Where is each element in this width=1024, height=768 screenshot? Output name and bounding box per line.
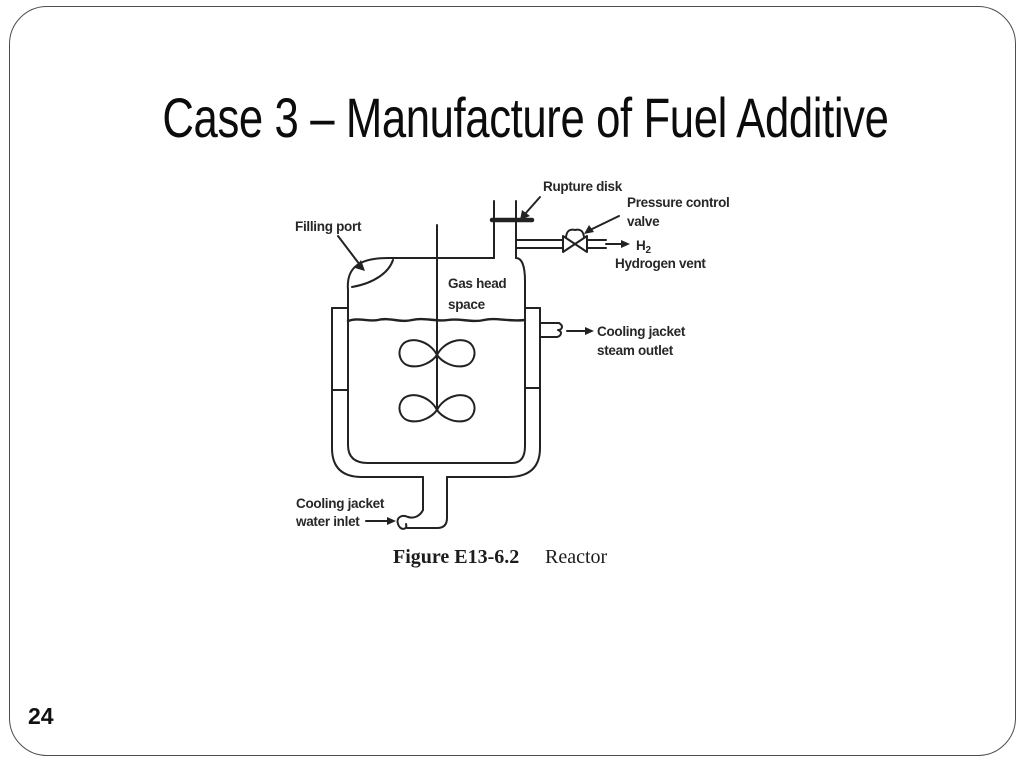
label-steam-outlet-line1: Cooling jacket <box>597 324 686 339</box>
figure-caption-number: Figure E13-6.2 <box>393 546 519 568</box>
label-pressure-control-line1: Pressure control <box>627 195 730 210</box>
steam-outlet-arrow <box>566 327 594 335</box>
slide-border <box>9 6 1016 756</box>
label-filling-port: Filling port <box>295 219 362 234</box>
label-h2: H2 <box>636 238 651 256</box>
pressure-control-valve-symbol <box>562 228 588 253</box>
label-h2-subscript: 2 <box>645 245 651 256</box>
impeller-lower <box>398 394 476 423</box>
pressure-valve-arrow <box>584 215 620 234</box>
slide-title: Case 3 – Manufacture of Fuel Additive <box>161 86 889 149</box>
impeller-upper <box>398 339 476 368</box>
label-gas-head-line2: space <box>448 297 486 312</box>
label-water-inlet-line1: Cooling jacket <box>296 496 385 511</box>
label-gas-head-line1: Gas head <box>448 276 506 291</box>
rupture-disk-arrow <box>520 196 541 220</box>
steam-outlet-nozzle <box>539 322 563 338</box>
hydrogen-vent-pipe <box>516 239 630 249</box>
label-water-inlet-line2: water inlet <box>295 514 360 529</box>
label-steam-outlet-line2: steam outlet <box>597 343 674 358</box>
figure-caption-name: Reactor <box>545 546 608 568</box>
filling-port-arrow <box>337 235 365 271</box>
label-pressure-control-line2: valve <box>627 214 660 229</box>
label-hydrogen-vent: Hydrogen vent <box>615 256 706 271</box>
label-rupture-disk: Rupture disk <box>543 179 623 194</box>
label-h2-main: H <box>636 238 645 253</box>
vent-riser-pipe <box>493 200 517 259</box>
cooling-jacket <box>331 307 541 478</box>
water-inlet-arrow <box>365 517 396 525</box>
page-number: 24 <box>28 703 54 729</box>
liquid-surface <box>346 317 527 323</box>
slide-title-wrap: Case 3 – Manufacture of Fuel Additive <box>0 90 1024 146</box>
water-inlet-pipe <box>396 476 448 530</box>
